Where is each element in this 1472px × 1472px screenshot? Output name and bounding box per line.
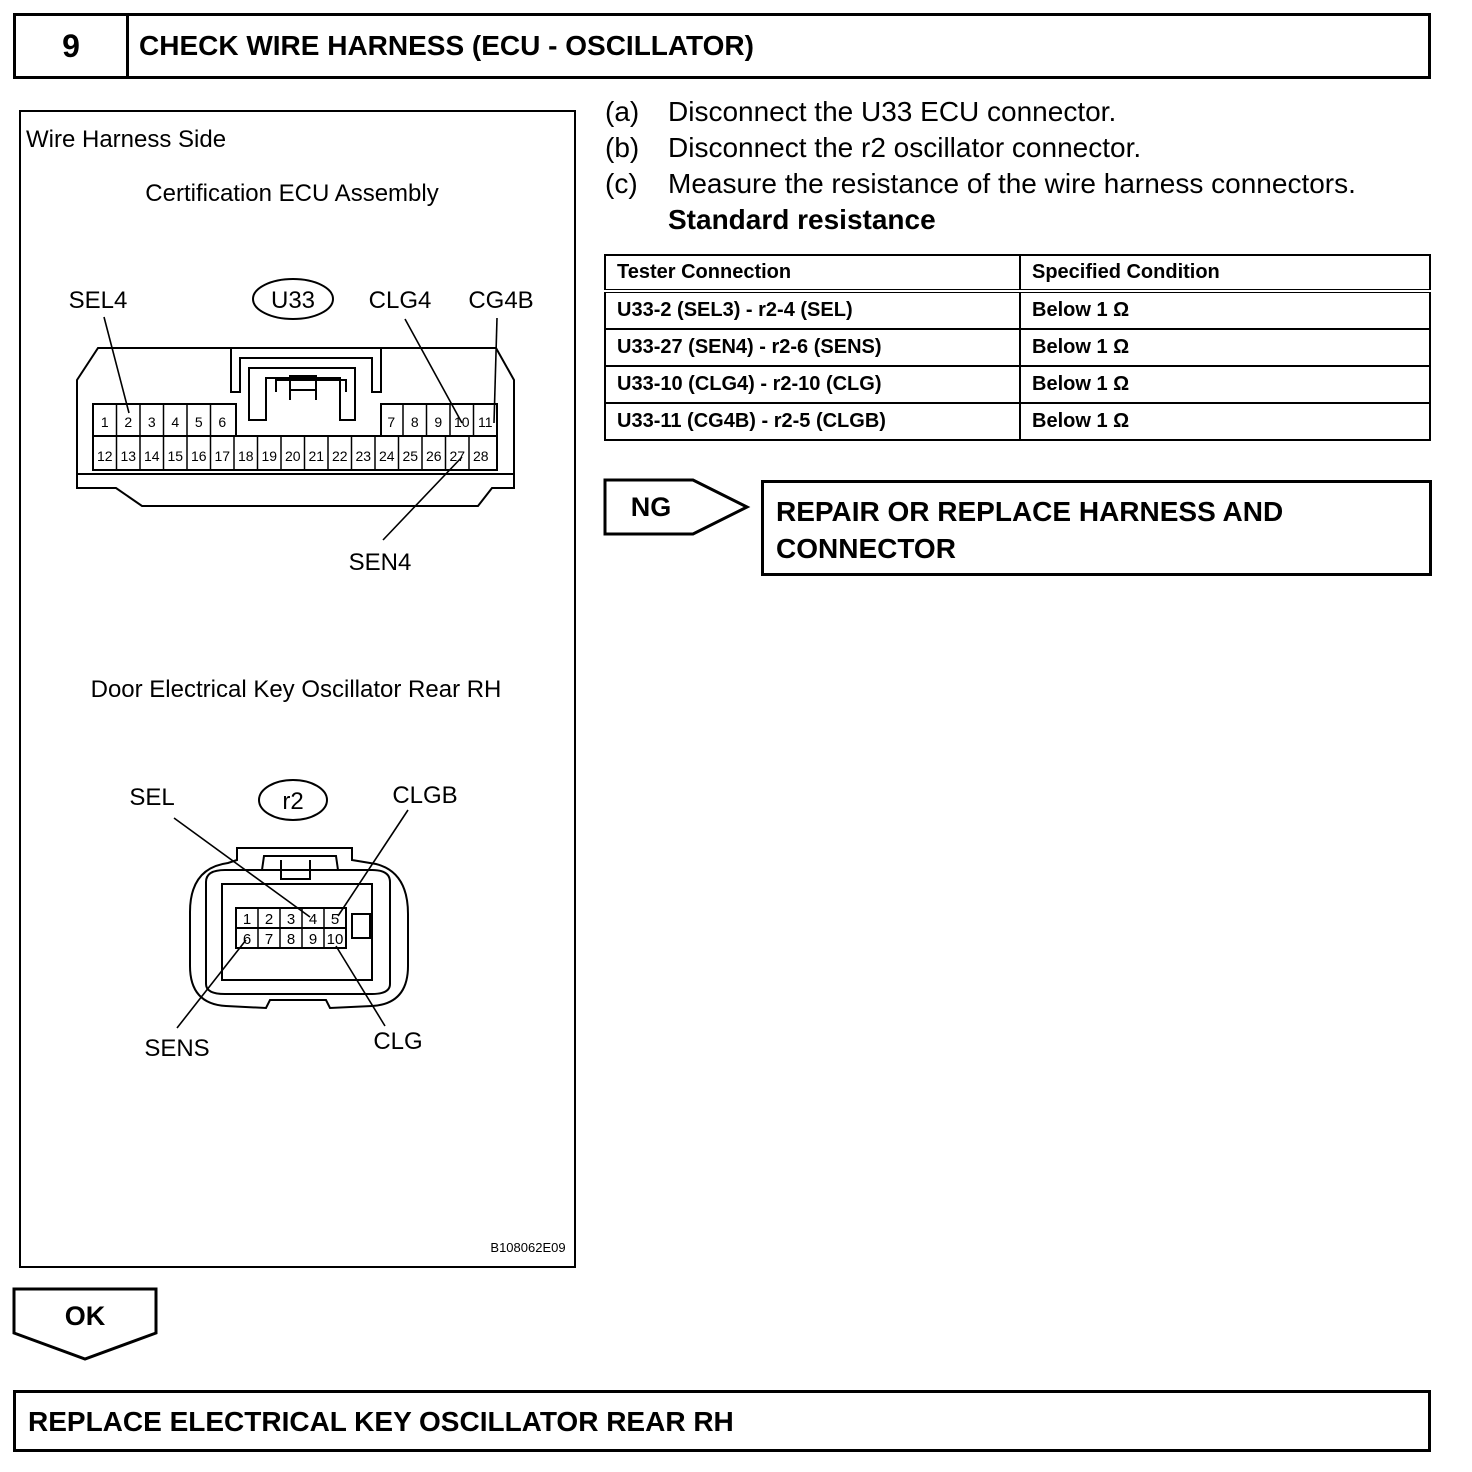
table-cell: U33-11 (CG4B) - r2-5 (CLGB) [604, 402, 1021, 441]
ecu-pin-label: 13 [120, 448, 136, 464]
connector-figure: Wire Harness Side Certification ECU Asse… [19, 110, 576, 1268]
table-header-condition: Specified Condition [1019, 254, 1431, 293]
ecu-label-sel4: SEL4 [69, 287, 128, 314]
ecu-connector-housing [76, 347, 515, 507]
step-title: CHECK WIRE HARNESS (ECU - OSCILLATOR) [139, 30, 754, 61]
ecu-pin-label: 17 [214, 448, 230, 464]
table-cell: Below 1 Ω [1019, 402, 1431, 441]
osc-pin-label: 3 [287, 911, 295, 928]
osc-connector-id: r2 [282, 788, 303, 815]
osc-pin-label: 2 [265, 911, 273, 928]
ecu-pin-label: 5 [195, 414, 203, 430]
table-cell: Below 1 Ω [1019, 328, 1431, 367]
table-row: U33-11 (CG4B) - r2-5 (CLGB) Below 1 Ω [604, 402, 1431, 441]
ng-label: NG [631, 492, 672, 522]
osc-pin-label: 9 [309, 931, 317, 948]
ecu-pin-label: 16 [191, 448, 207, 464]
osc-label-sel: SEL [129, 784, 174, 811]
ng-action-text: REPAIR OR REPLACE HARNESS AND CONNECTOR [776, 496, 1284, 564]
step-header: 9 CHECK WIRE HARNESS (ECU - OSCILLATOR) [13, 13, 1431, 79]
table-cell: U33-27 (SEN4) - r2-6 (SENS) [604, 328, 1021, 367]
ecu-pin-label: 3 [148, 414, 156, 430]
final-action-text: REPLACE ELECTRICAL KEY OSCILLATOR REAR R… [28, 1406, 734, 1437]
instructions: (a) Disconnect the U33 ECU connector. (b… [605, 96, 1435, 246]
ecu-pin-label: 4 [171, 414, 179, 430]
ecu-pin-label: 2 [124, 414, 132, 430]
ecu-leader-lines [103, 316, 498, 541]
ecu-pin-label: 6 [218, 414, 226, 430]
osc-leader-lines [173, 809, 409, 1029]
ecu-pin-label: 28 [473, 448, 489, 464]
table-cell: U33-2 (SEL3) - r2-4 (SEL) [604, 290, 1021, 330]
osc-pin-label: 5 [331, 911, 339, 928]
osc-pin-label: 4 [309, 911, 317, 928]
osc-pin-label: 1 [243, 911, 251, 928]
wire-harness-side-label: Wire Harness Side [26, 126, 226, 153]
ng-arrow: NG [603, 478, 751, 536]
table-cell: Below 1 Ω [1019, 365, 1431, 404]
ng-action-box: REPAIR OR REPLACE HARNESS AND CONNECTOR [761, 480, 1432, 576]
ecu-pin-label: 11 [478, 414, 493, 430]
ecu-pin-label: 1 [101, 414, 109, 430]
ecu-label-clg4: CLG4 [369, 287, 432, 314]
table-cell: U33-10 (CLG4) - r2-10 (CLG) [604, 365, 1021, 404]
ecu-connector-id: U33 [271, 287, 315, 314]
connector-diagram: Wire Harness Side Certification ECU Asse… [26, 126, 566, 1255]
instruction-c-label: (c) [605, 168, 638, 199]
ecu-pin-label: 8 [411, 414, 419, 430]
osc-connector-id-oval [258, 779, 328, 821]
table-row: U33-27 (SEN4) - r2-6 (SENS) Below 1 Ω [604, 328, 1431, 367]
osc-pin-label: 6 [243, 931, 251, 948]
ecu-pin-label: 19 [261, 448, 277, 464]
ecu-label-cg4b: CG4B [468, 287, 533, 314]
instruction-b-text: Disconnect the r2 oscillator connector. [668, 132, 1142, 163]
table-row: U33-2 (SEL3) - r2-4 (SEL) Below 1 Ω [604, 290, 1431, 330]
step-number: 9 [16, 16, 129, 76]
ecu-pin-label: 14 [144, 448, 160, 464]
table-header-tester: Tester Connection [604, 254, 1021, 293]
ecu-pin-label: 12 [97, 448, 113, 464]
ecu-pin-label: 7 [387, 414, 395, 430]
osc-label-clgb: CLGB [392, 782, 457, 809]
osc-label-clg: CLG [373, 1028, 422, 1055]
ecu-label-sen4: SEN4 [349, 549, 412, 576]
ecu-pin-label: 24 [379, 448, 395, 464]
osc-connector-housing [189, 847, 409, 1010]
final-action-box: REPLACE ELECTRICAL KEY OSCILLATOR REAR R… [13, 1390, 1431, 1452]
table-header-row: Tester Connection Specified Condition [604, 254, 1431, 293]
ecu-pin-label: 9 [434, 414, 442, 430]
table-cell: Below 1 Ω [1019, 290, 1431, 330]
ecu-pin-label: 15 [167, 448, 183, 464]
oscillator-title: Door Electrical Key Oscillator Rear RH [91, 676, 502, 703]
ecu-pin-label: 23 [355, 448, 371, 464]
ecu-pin-label: 22 [332, 448, 348, 464]
instruction-a-label: (a) [605, 96, 640, 127]
osc-label-sens: SENS [144, 1035, 209, 1062]
ok-label: OK [65, 1301, 106, 1331]
table-row: U33-10 (CLG4) - r2-10 (CLG) Below 1 Ω [604, 365, 1431, 404]
instruction-c-text: Measure the resistance of the wire harne… [668, 168, 1356, 199]
resistance-table: Tester Connection Specified Condition U3… [604, 254, 1431, 441]
instruction-a-text: Disconnect the U33 ECU connector. [668, 96, 1117, 127]
ecu-pin-label: 26 [426, 448, 442, 464]
standard-heading: Standard resistance [668, 204, 936, 235]
instruction-b-label: (b) [605, 132, 640, 163]
ecu-pin-label: 20 [285, 448, 301, 464]
ecu-pin-label: 18 [238, 448, 254, 464]
osc-pin-label: 7 [265, 931, 273, 948]
ecu-pin-label: 25 [402, 448, 418, 464]
figure-code: B108062E09 [490, 1240, 565, 1255]
ecu-pin-label: 21 [308, 448, 324, 464]
ecu-connector-id-oval [252, 278, 334, 320]
ecu-title: Certification ECU Assembly [145, 180, 438, 207]
ok-arrow: OK [12, 1287, 158, 1361]
osc-pin-label: 10 [327, 931, 344, 948]
osc-pin-label: 8 [287, 931, 295, 948]
ecu-pin-label: 27 [449, 448, 465, 464]
